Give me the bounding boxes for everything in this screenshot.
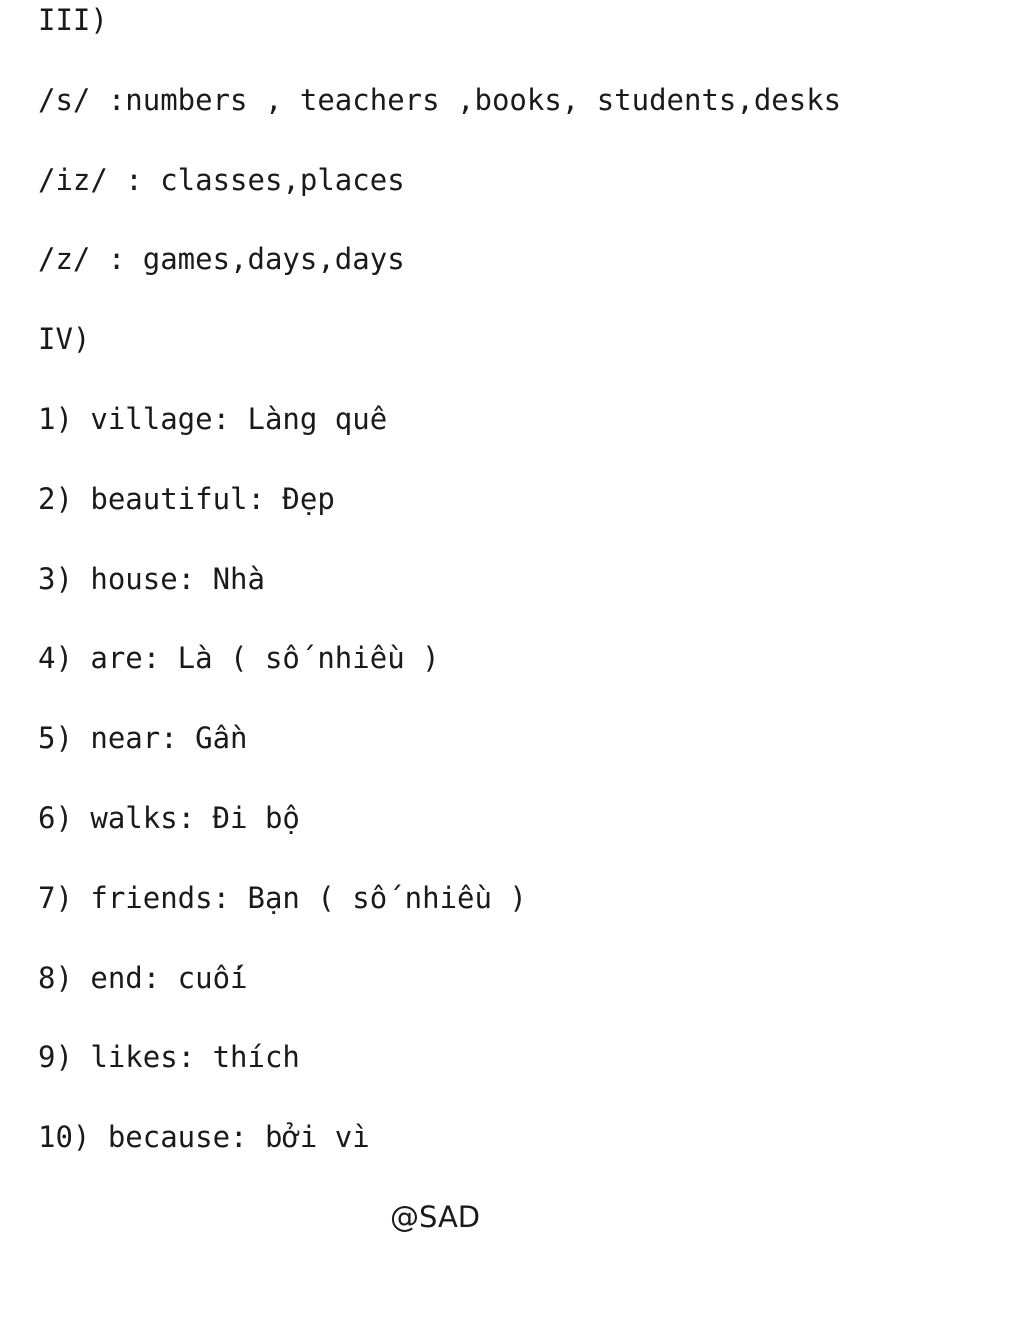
section-heading-iii: III) (38, 3, 108, 37)
pronunciation-s-line: /s/ :numbers , teachers ,books, students… (38, 82, 842, 117)
section-heading-iv: IV) (38, 322, 91, 357)
vocab-item: 2) beautiful: Đẹp (38, 481, 335, 516)
vocab-item: 10) because: bởi vì (38, 1120, 370, 1155)
vocab-item: 3) house: Nhà (38, 561, 265, 596)
author-signature: @SAD (390, 1199, 481, 1234)
vocab-item: 5) near: Gần (38, 721, 248, 756)
pronunciation-iz-line: /iz/ : classes,places (38, 162, 405, 197)
vocab-item: 4) are: Là ( số nhiều ) (38, 641, 440, 676)
vocab-item: 8) end: cuối (38, 960, 248, 995)
vocab-item: 6) walks: Đi bộ (38, 800, 300, 835)
vocab-item: 7) friends: Bạn ( số nhiều ) (38, 880, 527, 915)
pronunciation-z-line: /z/ : games,days,days (38, 242, 405, 277)
document-body: III) /s/ :numbers , teachers ,books, stu… (38, 0, 998, 1277)
vocab-item: 9) likes: thích (38, 1040, 300, 1075)
vocab-item: 1) village: Làng quê (38, 401, 388, 436)
